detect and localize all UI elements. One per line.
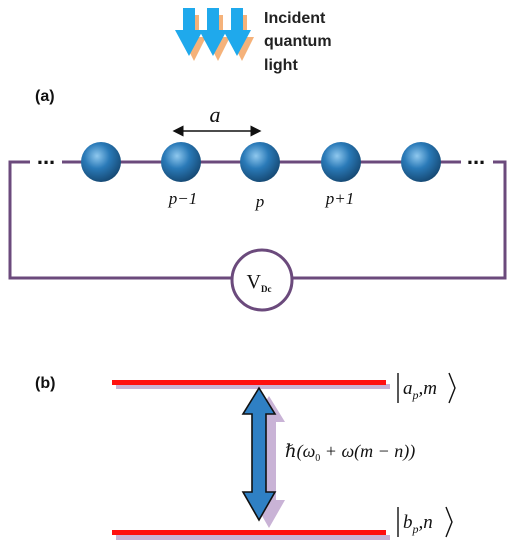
transition-energy-label: ℏ(ω0 + ω(m − n)) [285,441,415,464]
atom-site-p [240,142,280,182]
lower-energy-level [112,530,386,535]
panel-a-label: (a) [35,88,55,105]
atom-site [81,142,121,182]
upper-state-ket: ap,m [397,372,456,404]
incident-label-line-2: quantum [264,33,332,50]
site-label-p: p [255,192,265,211]
svg-text:ap,m: ap,m [403,378,437,402]
svg-text:bp,n: bp,n [403,512,433,536]
atom-site-p-plus-1 [321,142,361,182]
lower-level-shadow [116,535,390,540]
circuit-wire [8,160,507,280]
atom-site-p-minus-1 [161,142,201,182]
transition-arrow [241,386,285,528]
atom-site [401,142,441,182]
lower-state-ket: bp,n [397,506,453,538]
voltmeter-subscript: Dc [261,284,272,294]
upper-level-shadow [116,384,390,389]
upper-energy-level [112,380,386,385]
lattice-spacing-label: a [210,102,221,127]
site-label-p-plus-1: p+1 [325,189,354,208]
voltmeter-symbol: VDc [247,271,272,294]
site-label-p-minus-1: p−1 [168,189,197,208]
atom-chain [81,142,441,182]
chain-ellipsis-left: ... [37,144,55,169]
incident-label-line-3: light [264,57,298,74]
incident-light-arrows [175,8,254,61]
chain-ellipsis-right: ... [467,144,485,169]
incident-label-line-1: Incident [264,10,326,27]
voltmeter: VDc [230,248,294,312]
panel-b-label: (b) [35,375,55,392]
